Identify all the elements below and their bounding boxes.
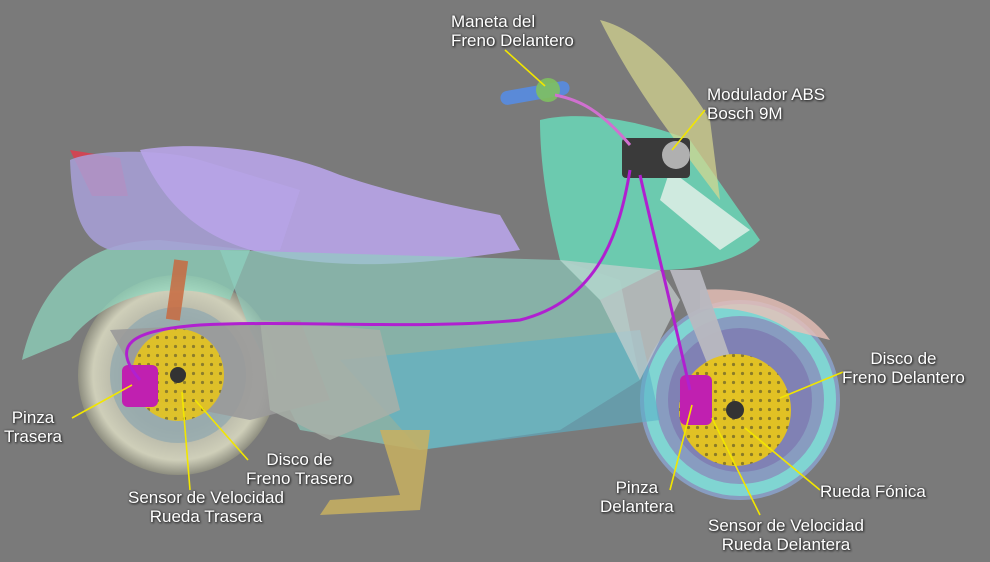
- leader-front-lever: [504, 49, 546, 87]
- label-rear-caliper-line2: Trasera: [4, 427, 62, 446]
- brake-line-lever: [554, 93, 632, 146]
- label-front-brake-lever-line1: Maneta del: [451, 12, 536, 31]
- rear-fender: [22, 240, 250, 360]
- label-front-speed-sensor: Sensor de Velocidad Rueda Delantera: [708, 516, 864, 554]
- abs-motor: [662, 141, 690, 169]
- floorboard: [340, 330, 660, 450]
- label-rear-brake-disc: Disco de Freno Trasero: [246, 450, 353, 488]
- label-front-speed-sensor-line2: Rueda Delantera: [721, 535, 851, 554]
- leader-abs: [671, 109, 706, 151]
- leader-rear-disc: [194, 399, 249, 461]
- label-front-brake-lever: Maneta del Freno Delantero: [451, 12, 574, 50]
- leader-front-disc: [779, 371, 844, 399]
- label-front-brake-disc-line2: Freno Delantero: [842, 368, 965, 387]
- label-front-brake-disc-line1: Disco de: [870, 349, 937, 368]
- label-rear-brake-disc-line1: Disco de: [266, 450, 333, 469]
- engine: [260, 320, 400, 440]
- front-fender: [700, 289, 830, 340]
- label-tone-wheel: Rueda Fónica: [820, 482, 926, 501]
- headlight: [660, 170, 750, 250]
- label-front-speed-sensor-line1: Sensor de Velocidad: [708, 516, 864, 535]
- leader-lines: [71, 49, 844, 516]
- center-stand: [320, 430, 430, 515]
- label-rear-brake-disc-line2: Freno Trasero: [246, 469, 353, 488]
- handlebar: [500, 81, 570, 105]
- label-front-caliper-line1: Pinza: [615, 478, 659, 497]
- label-tone-wheel-line1: Rueda Fónica: [820, 482, 926, 501]
- rear-hub: [170, 367, 186, 383]
- label-front-caliper: Pinza Delantera: [600, 478, 674, 516]
- label-rear-caliper: Pinza Trasera: [4, 408, 62, 446]
- label-rear-speed-sensor-line1: Sensor de Velocidad: [128, 488, 284, 507]
- leader-rear-caliper: [71, 384, 133, 419]
- label-front-brake-disc: Disco de Freno Delantero: [842, 349, 965, 387]
- brake-line-front: [638, 174, 692, 391]
- label-rear-caliper-line1: Pinza: [11, 408, 55, 427]
- label-abs-modulator: Modulador ABS Bosch 9M: [707, 85, 825, 123]
- label-rear-speed-sensor-line2: Rueda Trasera: [149, 507, 263, 526]
- front-caliper-shape: [680, 375, 712, 425]
- leg-shield: [560, 260, 680, 380]
- leader-front-sensor: [711, 417, 761, 516]
- front-hub: [726, 401, 744, 419]
- label-rear-speed-sensor: Sensor de Velocidad Rueda Trasera: [128, 488, 284, 526]
- leader-tone-wheel: [744, 427, 821, 491]
- seat: [140, 146, 520, 265]
- label-abs-modulator-line1: Modulador ABS: [707, 85, 826, 104]
- label-front-brake-lever-line2: Freno Delantero: [451, 31, 574, 50]
- rear-caliper-shape: [122, 365, 158, 407]
- leader-front-caliper: [669, 404, 693, 491]
- label-front-caliper-line2: Delantera: [600, 497, 674, 516]
- label-abs-modulator-line2: Bosch 9M: [707, 104, 783, 123]
- brake-line-rear: [125, 169, 632, 381]
- leader-rear-sensor: [181, 391, 191, 491]
- rear-shock: [165, 259, 189, 321]
